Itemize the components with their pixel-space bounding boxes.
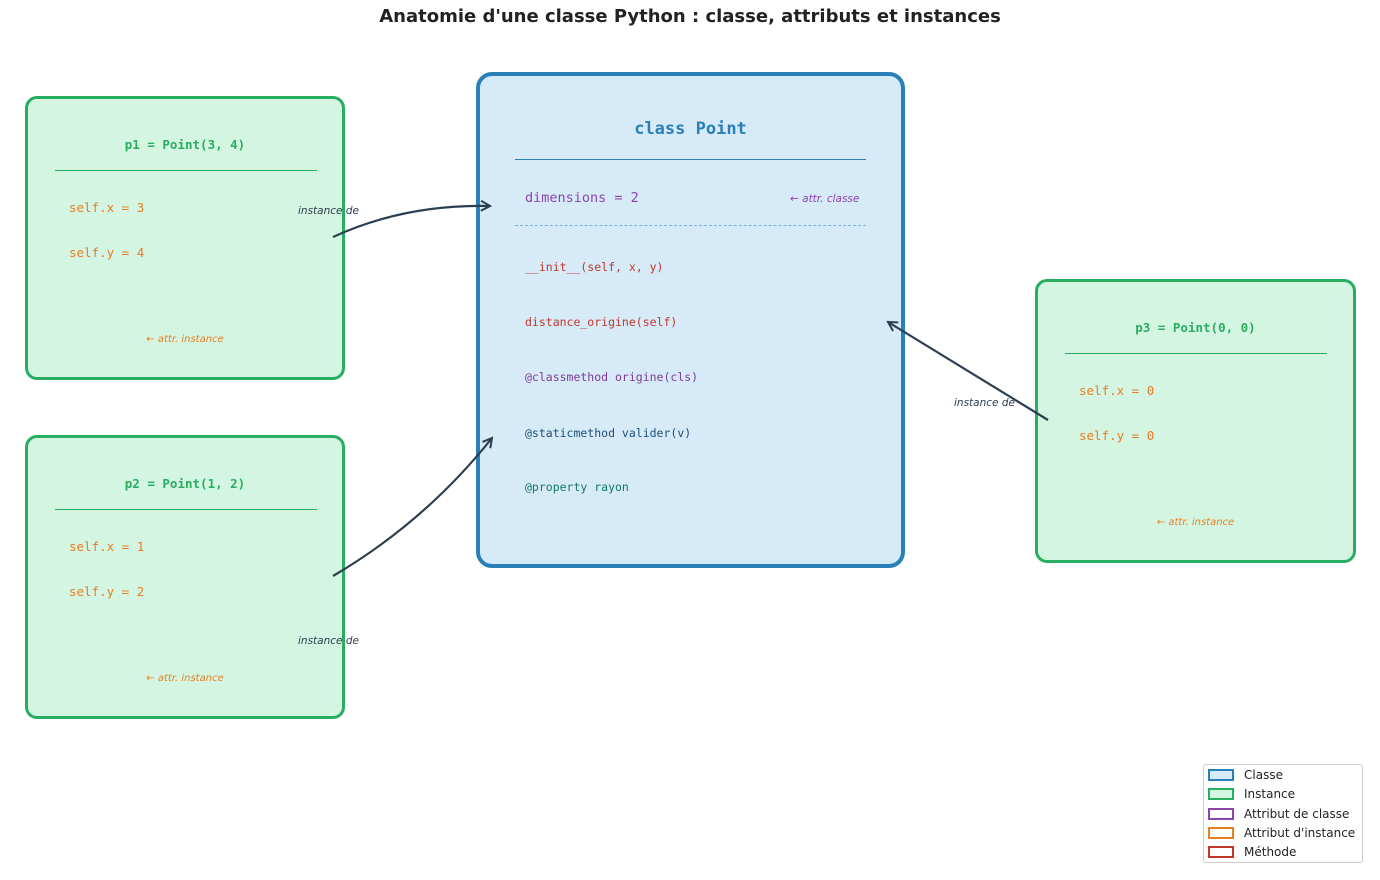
method-staticmethod-valider: @staticmethod valider(v) [525, 426, 692, 440]
arrow-p1-to-class [332, 206, 490, 239]
method-init: __init__(self, x, y) [525, 260, 664, 274]
legend-item-instance: Instance [1208, 785, 1295, 803]
instance-attr-note: ← attr. instance [1156, 517, 1235, 528]
arrow-p3-to-class [888, 322, 1049, 421]
divider [55, 509, 317, 510]
instance-attr-note: ← attr. instance [146, 673, 224, 684]
instance-attr-x: self.x = 3 [69, 200, 145, 215]
legend-swatch [1208, 827, 1234, 839]
instance-box-p3: p3 = Point(0, 0) self.x = 0 self.y = 0 ←… [1035, 279, 1356, 563]
method-property-rayon: @property rayon [525, 480, 629, 494]
legend-label: Méthode [1244, 845, 1297, 859]
legend-item-methode: Méthode [1208, 843, 1296, 861]
legend-item-attribut-instance: Attribut d'instance [1208, 824, 1355, 842]
arrow-label-p1: instance de [298, 205, 359, 217]
divider [1065, 353, 1327, 354]
instance-title: p1 = Point(3, 4) [124, 137, 246, 152]
class-name: class Point [634, 119, 747, 139]
class-box-point: class Point dimensions = 2 ← attr. class… [476, 72, 905, 568]
class-attribute-note: ← attr. classe [790, 193, 860, 205]
legend-label: Attribut de classe [1244, 807, 1350, 821]
instance-box-p2: p2 = Point(1, 2) self.x = 1 self.y = 2 ←… [25, 435, 345, 719]
arrow-label-p2: instance de [298, 635, 359, 647]
instance-attr-x: self.x = 1 [69, 539, 145, 554]
legend-label: Classe [1244, 768, 1283, 782]
instance-attr-x: self.x = 0 [1079, 383, 1155, 398]
legend-swatch [1208, 788, 1234, 800]
instance-box-p1: p1 = Point(3, 4) self.x = 3 self.y = 4 ←… [25, 96, 345, 380]
legend-label: Instance [1244, 787, 1296, 801]
divider [55, 170, 317, 171]
instance-attr-y: self.y = 0 [1079, 428, 1155, 443]
legend-swatch [1208, 846, 1234, 858]
instance-title: p3 = Point(0, 0) [1135, 320, 1256, 335]
legend-swatch [1208, 808, 1234, 820]
method-distance-origine: distance_origine(self) [525, 315, 678, 329]
legend: Classe Instance Attribut de classe Attri… [1203, 764, 1363, 863]
method-classmethod-origine: @classmethod origine(cls) [525, 370, 699, 384]
class-attr-divider [515, 225, 866, 226]
instance-attr-y: self.y = 2 [69, 584, 145, 599]
diagram-title: Anatomie d'une classe Python : classe, a… [379, 6, 1001, 27]
legend-item-classe: Classe [1208, 766, 1283, 784]
class-attribute: dimensions = 2 [525, 190, 639, 206]
class-header-divider [515, 159, 866, 160]
arrow-label-p3: instance de [954, 397, 1015, 409]
instance-title: p2 = Point(1, 2) [124, 476, 246, 491]
legend-swatch [1208, 769, 1234, 781]
arrow-p2-to-class [332, 438, 492, 577]
instance-attr-note: ← attr. instance [146, 334, 224, 345]
legend-label: Attribut d'instance [1244, 826, 1356, 840]
legend-item-attribut-classe: Attribut de classe [1208, 805, 1349, 823]
instance-attr-y: self.y = 4 [69, 245, 145, 260]
